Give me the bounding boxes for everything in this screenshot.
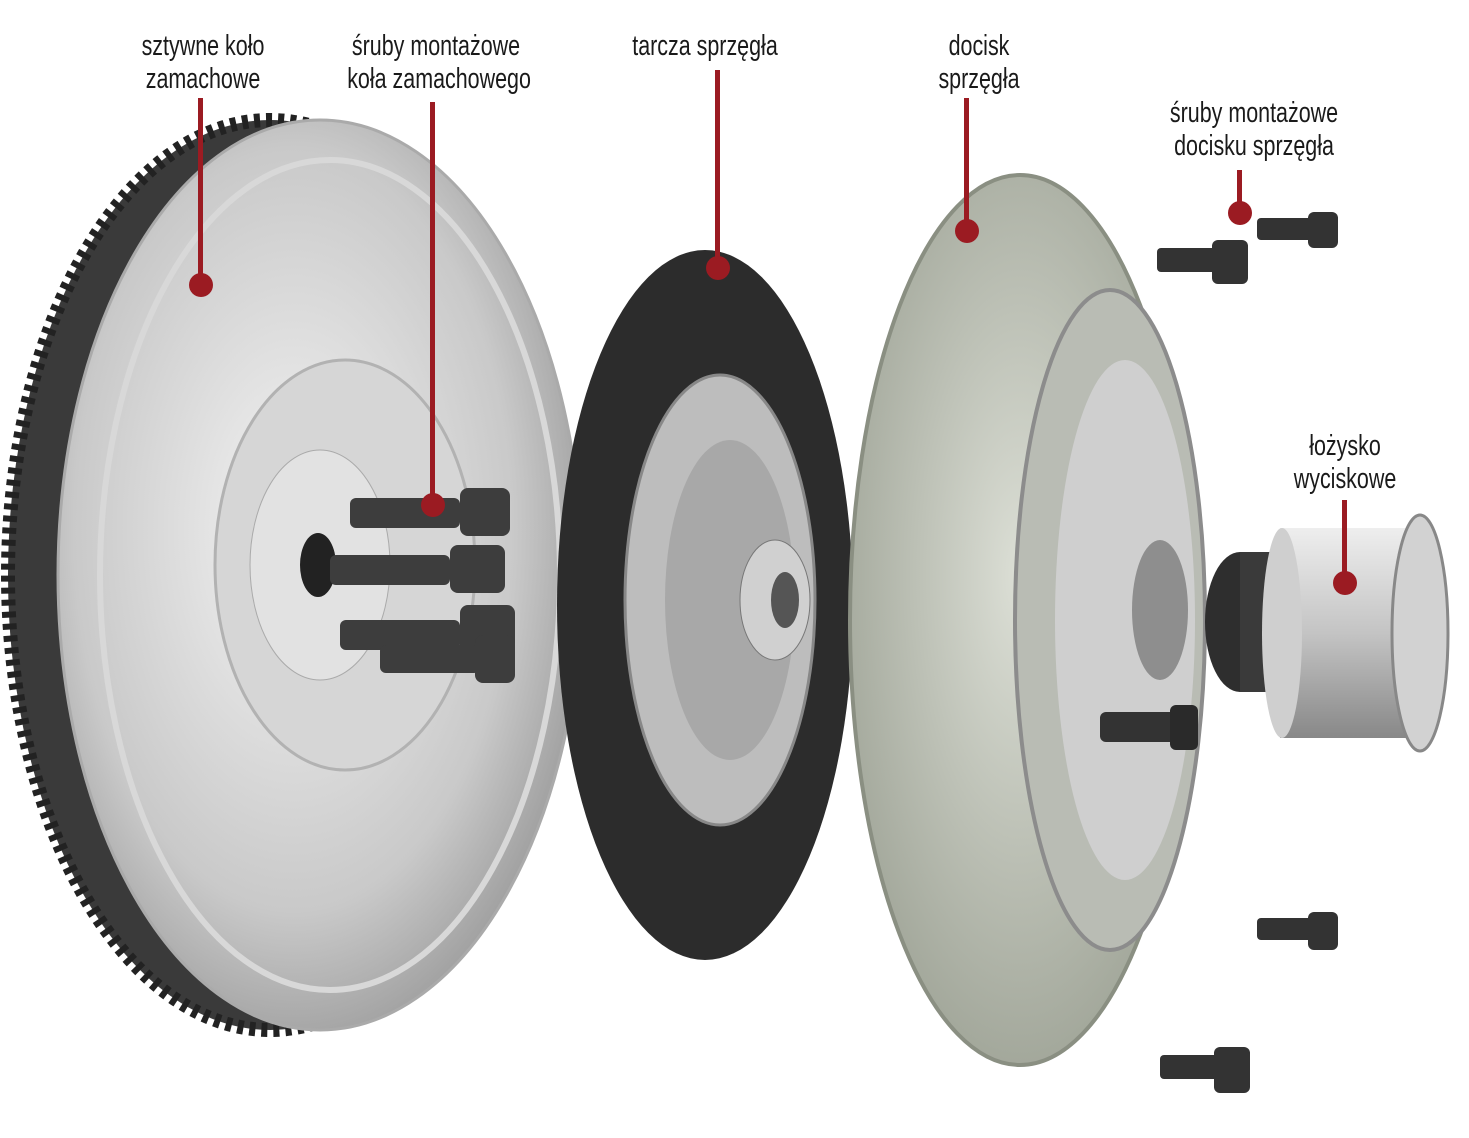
label-line: śruby montażowe xyxy=(351,30,521,62)
marker-dot xyxy=(955,219,979,243)
label-line: sztywne koło xyxy=(141,30,265,62)
marker-dot xyxy=(1228,201,1252,225)
label-line: wyciskowe xyxy=(1293,463,1397,495)
label-line: docisk xyxy=(948,30,1010,62)
label-release-bearing: łożysko wyciskowe xyxy=(1293,430,1397,496)
label-line: zamachowe xyxy=(145,63,261,95)
flywheel-bolts xyxy=(330,488,515,683)
marker-dot xyxy=(706,256,730,280)
label-flywheel: sztywne koło zamachowe xyxy=(140,30,266,96)
label-pressure-plate: docisk sprzęgła xyxy=(927,30,1031,96)
label-line: tarcza sprzęgła xyxy=(632,30,778,62)
leader-line xyxy=(715,70,720,268)
marker-dot xyxy=(421,493,445,517)
clutch-disc xyxy=(557,250,853,960)
release-bearing xyxy=(1205,513,1450,753)
label-line: łożysko xyxy=(1309,430,1381,462)
marker-dot xyxy=(1333,571,1357,595)
label-clutch-disc: tarcza sprzęgła xyxy=(631,30,779,63)
label-line: śruby montażowe xyxy=(1169,97,1339,129)
label-pressure-plate-bolts: śruby montażowe docisku sprzęgła xyxy=(1165,97,1343,163)
leader-line xyxy=(198,98,203,286)
leader-line xyxy=(430,102,435,504)
label-line: sprzęgła xyxy=(938,63,1020,95)
pressure-plate xyxy=(848,173,1207,1067)
label-line: koła zamachowego xyxy=(347,63,531,95)
leader-line xyxy=(1237,170,1242,212)
leader-line xyxy=(964,98,969,230)
label-flywheel-bolts: śruby montażowe koła zamachowego xyxy=(347,30,531,96)
label-line: docisku sprzęgła xyxy=(1174,130,1334,162)
pressure-plate-bolts xyxy=(1157,212,1338,1093)
leader-line xyxy=(1342,500,1347,582)
marker-dot xyxy=(189,273,213,297)
